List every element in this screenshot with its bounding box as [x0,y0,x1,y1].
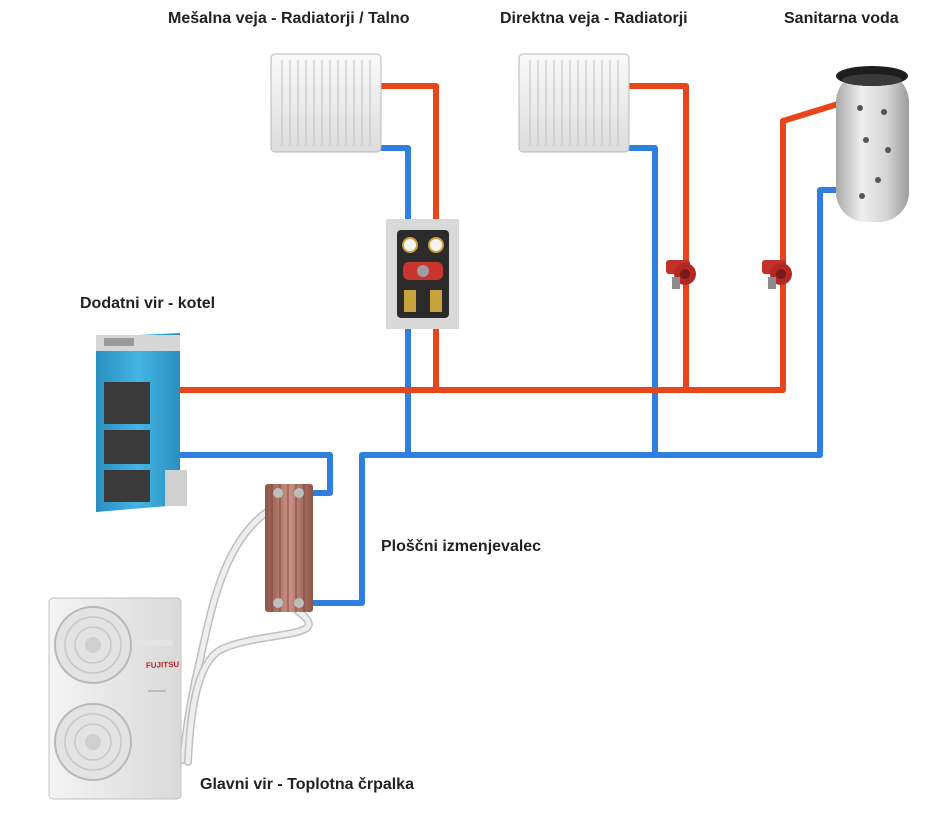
label-mixing-branch: Mešalna veja - Radiatorji / Talno [168,10,410,27]
label-auxiliary-source: Dodatni vir - kotel [80,295,216,312]
label-sanitary-water: Sanitarna voda [784,10,899,27]
radiator-icon [518,53,630,153]
mixing-station-icon [386,219,459,329]
heat-pump-brand: FUJITSU [146,660,180,670]
heat-pump-lines [179,493,313,766]
boiler-icon [96,333,187,512]
circulation-pump-icon [762,260,792,289]
plate-heat-exchanger-icon [265,484,313,612]
circulation-pump-icon [666,260,696,289]
heat-pump-unit-icon: FUJITSU [48,597,182,800]
storage-tank-icon [836,66,909,222]
label-plate-exchanger: Ploščni izmenjevalec [381,538,542,555]
radiator-icon [270,53,382,153]
label-main-source: Glavni vir - Toplotna črpalka [200,776,414,793]
return-pipes [175,145,848,606]
label-direct-branch: Direktna veja - Radiatorji [500,10,688,27]
